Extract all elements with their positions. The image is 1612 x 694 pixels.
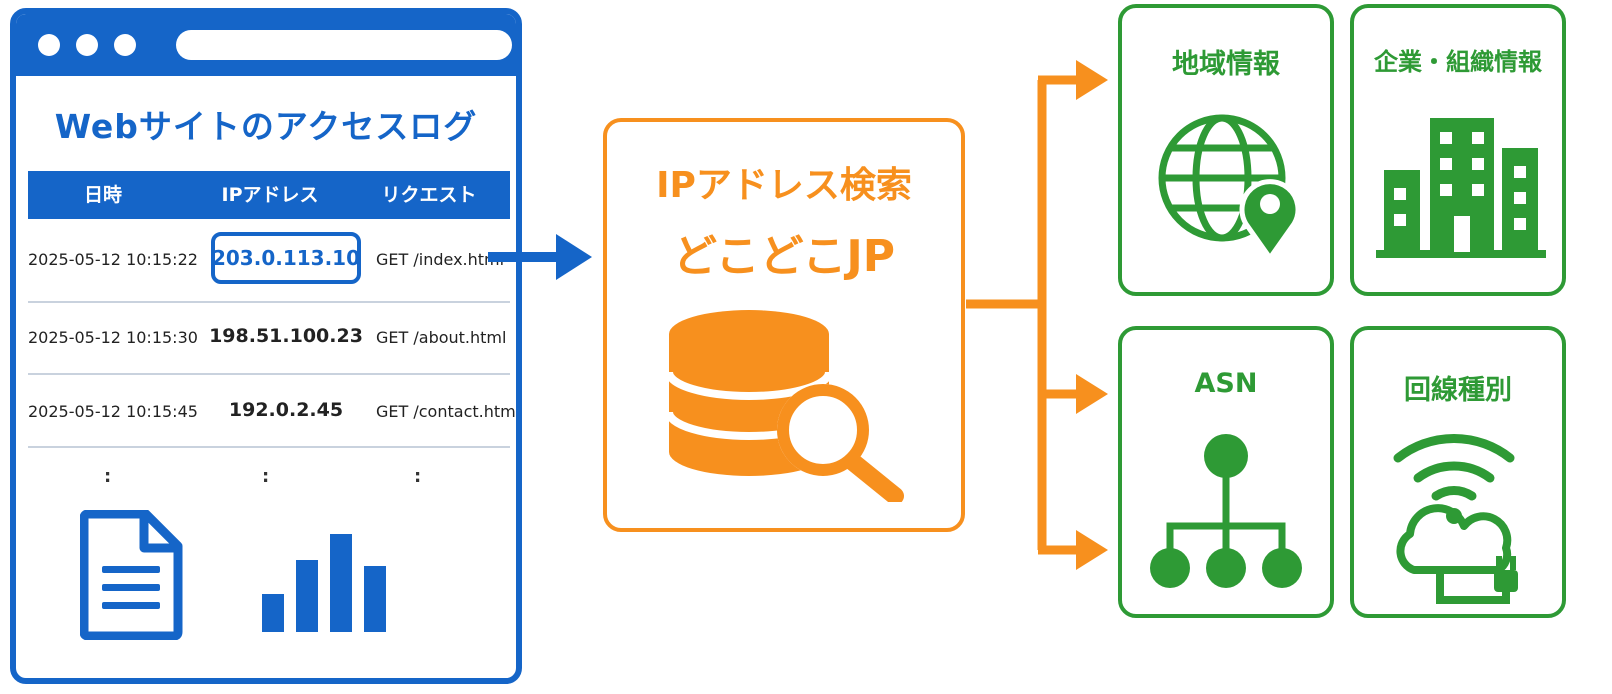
wifi-cloud-plug-icon bbox=[1393, 433, 1518, 604]
window-dot-icon bbox=[76, 34, 98, 56]
result-card-title: 地域情報 bbox=[1172, 49, 1280, 80]
access-log-title: Webサイトのアクセスログ bbox=[54, 107, 478, 146]
access-log-window: Webサイトのアクセスログ 日時 IPアドレス リクエスト 2025-05-12… bbox=[10, 8, 522, 684]
log-row-2-request: GET /about.html bbox=[376, 328, 507, 347]
column-header-request: リクエスト bbox=[381, 184, 477, 206]
result-card-title: ASN bbox=[1194, 368, 1258, 399]
log-row-1-request: GET /index.html bbox=[376, 250, 505, 269]
log-row-2-ip: 198.51.100.23 bbox=[209, 325, 363, 347]
result-card-line-type: 回線種別 bbox=[1350, 326, 1566, 618]
column-header-datetime: 日時 bbox=[83, 184, 122, 206]
result-connector-arrows bbox=[966, 60, 1108, 570]
document-icon bbox=[80, 510, 183, 640]
column-header-ip: IPアドレス bbox=[221, 184, 319, 206]
window-dot-icon bbox=[38, 34, 60, 56]
arrow-to-search-icon bbox=[488, 234, 592, 280]
row-divider bbox=[28, 446, 510, 448]
log-row-3-ip: 192.0.2.45 bbox=[228, 399, 344, 421]
log-row-1-datetime: 2025-05-12 10:15:22 bbox=[28, 250, 198, 269]
browser-title-bar bbox=[16, 14, 516, 76]
result-card-title: 回線種別 bbox=[1404, 375, 1512, 406]
address-bar bbox=[176, 30, 512, 60]
more-rows-indicator: : bbox=[262, 466, 270, 487]
log-table-header: 日時 IPアドレス リクエスト bbox=[28, 171, 510, 219]
log-row-3-request: GET /contact.html bbox=[376, 402, 521, 421]
search-service-title: IPアドレス検索 bbox=[656, 165, 912, 206]
search-service-name: どこどこJP bbox=[673, 231, 895, 282]
ip-search-service-box: IPアドレス検索 どこどこJP bbox=[603, 118, 965, 532]
more-rows-indicator: : bbox=[104, 466, 112, 487]
window-dot-icon bbox=[114, 34, 136, 56]
network-tree-icon bbox=[1150, 434, 1302, 588]
log-row-1-ip: 203.0.113.10 bbox=[211, 246, 361, 270]
log-row-2-datetime: 2025-05-12 10:15:30 bbox=[28, 328, 198, 347]
result-card-organization: 企業・組織情報 bbox=[1350, 4, 1566, 296]
globe-pin-icon bbox=[1158, 114, 1301, 263]
row-divider bbox=[28, 373, 510, 375]
bar-chart-icon bbox=[262, 534, 386, 632]
log-row-3-datetime: 2025-05-12 10:15:45 bbox=[28, 402, 198, 421]
row-divider bbox=[28, 301, 510, 303]
office-building-icon bbox=[1376, 118, 1546, 258]
database-search-icon bbox=[665, 310, 904, 502]
result-card-region: 地域情報 bbox=[1118, 4, 1334, 296]
ip-highlight-frame bbox=[211, 232, 361, 284]
more-rows-indicator: : bbox=[414, 466, 422, 487]
result-card-title: 企業・組織情報 bbox=[1374, 48, 1542, 76]
result-card-asn: ASN bbox=[1118, 326, 1334, 618]
